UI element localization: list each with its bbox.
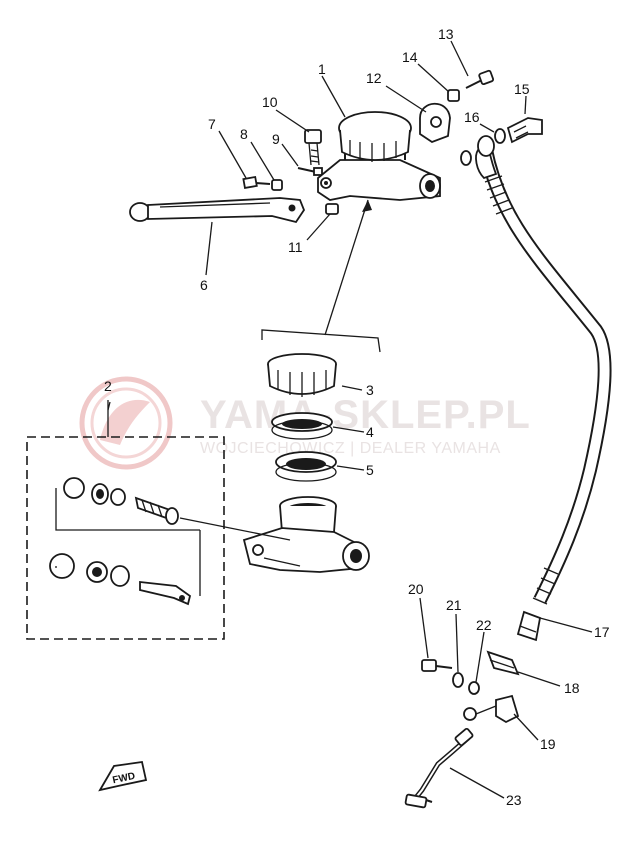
diaphragm-5 [275,451,337,482]
label-23: 23 [506,792,522,808]
label-2: 2 [104,378,112,394]
label-4: 4 [366,424,374,440]
watermark-logo-icon [79,376,173,470]
label-8: 8 [240,126,248,142]
label-17: 17 [594,624,610,640]
label-16: 16 [464,109,480,125]
label-10: 10 [262,94,278,110]
watermark-subtitle: WOJCIECHOWICZ | DEALER YAMAHA [200,440,501,457]
label-13: 13 [438,26,454,42]
label-3: 3 [366,382,374,398]
kit-box-2 [26,400,225,640]
brake-pipe-23 [404,727,474,809]
watermark-title: YAMA-SKLEP.PL [200,393,531,437]
label-22: 22 [476,617,492,633]
label-11: 11 [288,239,303,255]
union-bolt-15 [506,117,543,144]
fwd-label: FWD [112,771,137,786]
clip-19 [463,694,520,724]
reservoir-cap-3 [267,353,337,397]
label-1: 1 [318,61,326,77]
union-bolt-20 [421,659,453,672]
label-12: 12 [366,70,382,86]
bolt-7 [242,175,271,190]
master-cylinder-body [317,111,441,201]
fwd-direction-icon: FWD [98,760,148,792]
hose-joint-18 [486,650,520,676]
label-18: 18 [564,680,580,696]
label-6: 6 [200,277,208,293]
label-15: 15 [514,81,530,97]
label-20: 20 [408,581,424,597]
nut-8 [271,179,283,191]
watermark: YAMA-SKLEP.PL WOJCIECHOWICZ | DEALER YAM… [79,376,531,470]
bolt-13 [465,69,495,89]
brake-lever [129,197,306,224]
label-14: 14 [402,49,418,65]
washer-22 [468,681,480,695]
brake-hose-17 [475,135,612,642]
nut-11 [325,203,339,215]
washer-16 [460,128,506,166]
leader-lines [107,40,593,799]
part-labels: 1 2 3 4 5 6 7 8 9 10 11 12 13 14 15 16 1… [104,26,610,808]
nut-14 [447,89,460,102]
master-cylinder-housing [242,496,370,573]
label-19: 19 [540,736,556,752]
label-9: 9 [272,131,280,147]
label-5: 5 [366,462,374,478]
label-21: 21 [446,597,462,613]
label-7: 7 [208,116,216,132]
screw-9 [297,167,323,176]
piston-kit-parts [49,477,291,606]
bolt-10 [304,129,322,166]
washer-21 [452,672,464,688]
explode-bracket [261,199,381,353]
clamp-12 [419,102,451,144]
diaphragm-plate-4 [271,412,333,440]
